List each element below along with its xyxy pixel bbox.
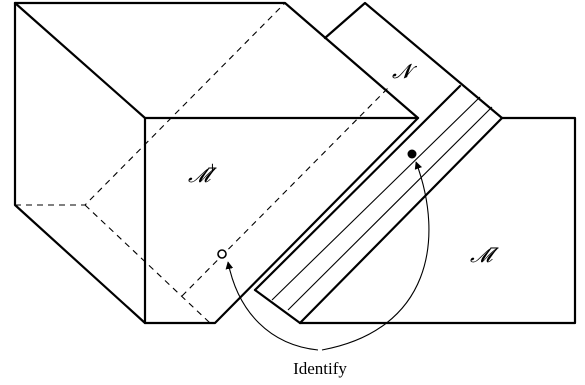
open-point: [217, 249, 227, 259]
block-m-plus: [13, 1, 420, 325]
right-block-front-top-edge: [298, 116, 577, 325]
label-m-plus-sup: +: [207, 161, 218, 176]
filled-point: [407, 149, 417, 159]
left-block-hidden-edges: [15, 2, 286, 206]
arrow-to-open-point: [225, 261, 319, 351]
label-identify: Identify: [293, 359, 347, 378]
right-block-front-left-edge: [298, 116, 504, 325]
left-block-hidden-back-edge: [84, 204, 211, 324]
slab-inner-line-a: [271, 96, 481, 301]
arrow-to-filled-point: [321, 161, 430, 351]
slab-inner-line-b: [287, 106, 493, 311]
label-n: 𝓝: [392, 59, 418, 83]
block-m-minus: [253, 1, 577, 325]
slab-front-face-top-edge: [253, 84, 462, 292]
right-block-top-back-edge: [323, 1, 504, 120]
left-block-hidden-diagonal: [181, 85, 391, 297]
label-m-minus-sup: −: [489, 241, 500, 256]
left-block-top-face: [13, 1, 420, 120]
slab-bottom-edge: [253, 288, 302, 325]
